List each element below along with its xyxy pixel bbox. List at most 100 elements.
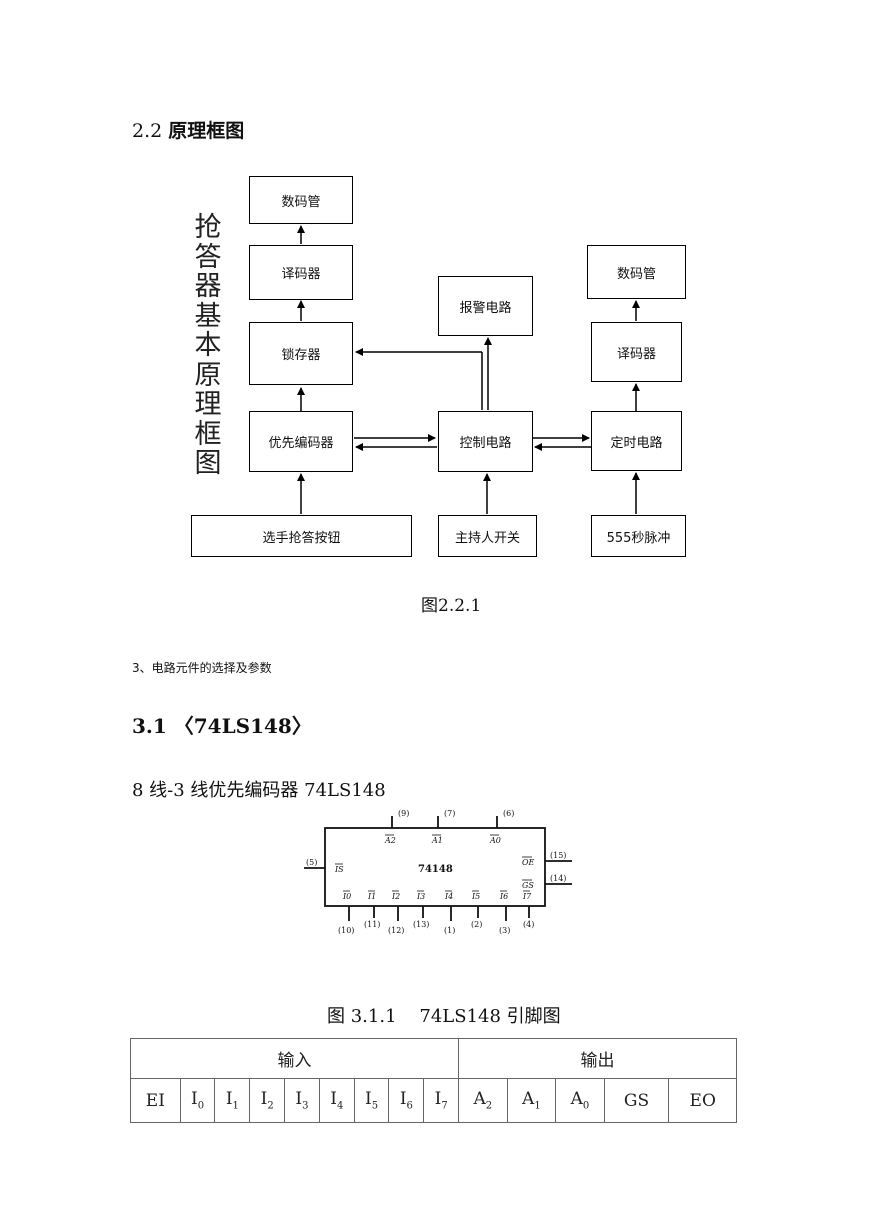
- title-char: 答: [194, 241, 222, 273]
- column-header-text: I: [434, 1089, 442, 1110]
- chip-pin-diagram: (9) (7) (6) (5) (15) (14) (10) (11) (12)…: [304, 809, 572, 935]
- column-header-i7: I7: [423, 1078, 460, 1123]
- column-header-text: A: [522, 1089, 535, 1110]
- column-header-subscript: 3: [302, 1100, 309, 1112]
- column-header-i0: I0: [179, 1078, 216, 1123]
- pin-label: I1: [367, 892, 376, 901]
- output-header: 输出: [458, 1038, 737, 1079]
- title-char: 基: [194, 300, 222, 332]
- chip-body: [324, 827, 546, 907]
- title-char: 抢: [194, 212, 222, 243]
- section-3-1-heading: 3.1 〈74LS148〉: [132, 714, 312, 738]
- pin-number: (14): [550, 874, 566, 883]
- box-host-switch: 主持人开关: [438, 515, 537, 557]
- title-char: 图: [194, 448, 222, 479]
- column-header-a1: A1: [506, 1078, 557, 1123]
- column-header-i2: I2: [249, 1078, 286, 1123]
- column-header-subscript: 1: [534, 1100, 541, 1112]
- column-header-i5: I5: [353, 1078, 390, 1123]
- column-header-text: I: [365, 1089, 372, 1110]
- pin-number: (15): [550, 851, 566, 860]
- title-char: 框: [194, 418, 222, 450]
- table-header-row: 输入 输出: [129, 1038, 737, 1079]
- column-header-i1: I1: [214, 1078, 251, 1123]
- column-header-subscript: 6: [406, 1100, 413, 1112]
- title-char: 器: [194, 271, 222, 302]
- chip-name: 74148: [418, 864, 453, 875]
- column-header-text: GS: [623, 1090, 650, 1111]
- pin-label: GS: [522, 881, 534, 890]
- column-header-text: I: [295, 1089, 303, 1110]
- column-header-a2: A2: [458, 1078, 508, 1123]
- column-header-i3: I3: [284, 1078, 320, 1123]
- pin-label: A0: [489, 836, 501, 845]
- title-char: 本: [194, 330, 222, 361]
- pin-label: IS: [334, 865, 344, 874]
- pin-number: (1): [444, 926, 455, 935]
- column-header-text: I: [191, 1089, 198, 1110]
- box-display-left: 数码管: [249, 176, 353, 224]
- box-latch: 锁存器: [249, 322, 353, 385]
- column-header-subscript: 1: [232, 1100, 239, 1112]
- encoder-description: 8 线-3 线优先编码器 74LS148: [132, 780, 386, 801]
- column-header-i4: I4: [318, 1078, 355, 1123]
- title-char: 理: [194, 389, 222, 420]
- section-3-heading: 3、电路元件的选择及参数: [132, 661, 272, 675]
- section-2-2-heading: 2.2 原理框图: [132, 116, 244, 143]
- pin-number: (5): [306, 858, 317, 867]
- column-header-subscript: 0: [582, 1100, 590, 1112]
- title-char: 原: [194, 359, 222, 391]
- column-header-subscript: 2: [485, 1100, 493, 1112]
- column-header-subscript: 2: [267, 1100, 274, 1112]
- box-priority-encoder: 优先编码器: [249, 411, 353, 472]
- pin-number: (9): [398, 809, 409, 818]
- section-title: 原理框图: [168, 120, 245, 142]
- pin-number: (13): [413, 920, 429, 929]
- box-player-buttons: 选手抢答按钮: [191, 515, 412, 557]
- column-header-subscript: 7: [441, 1100, 448, 1112]
- box-555-pulse: 555秒脉冲: [591, 515, 686, 557]
- column-header-text: I: [330, 1089, 337, 1110]
- column-header-text: A: [570, 1089, 583, 1110]
- pin-label: OE: [522, 858, 535, 867]
- pin-number: (6): [503, 809, 514, 818]
- column-header-a0: A0: [555, 1078, 605, 1123]
- column-header-ei: EI: [130, 1078, 181, 1123]
- input-header: 输入: [129, 1038, 460, 1079]
- pin-label: I0: [342, 892, 351, 901]
- column-header-text: I: [399, 1089, 407, 1110]
- box-control: 控制电路: [438, 411, 533, 472]
- column-header-subscript: 4: [336, 1100, 344, 1112]
- pin-label: A1: [431, 836, 443, 845]
- column-header-text: EO: [689, 1090, 716, 1111]
- column-header-text: EI: [145, 1090, 165, 1111]
- pin-number: (3): [499, 926, 510, 935]
- section-number: 2.2: [132, 120, 163, 142]
- pin-number: (10): [338, 926, 354, 935]
- pin-label: I2: [391, 892, 400, 901]
- column-header-gs: GS: [603, 1078, 670, 1123]
- column-header-text: A: [473, 1089, 486, 1110]
- pin-number: (4): [523, 920, 534, 929]
- pin-label: I6: [499, 892, 508, 901]
- column-header-subscript: 5: [371, 1100, 379, 1112]
- figure-caption: 图 3.1.1 74LS148 引脚图: [327, 1006, 561, 1027]
- pin-label: I4: [444, 892, 453, 901]
- box-decoder-right: 译码器: [591, 322, 682, 382]
- box-timer: 定时电路: [591, 411, 682, 471]
- pin-number: (2): [471, 920, 482, 929]
- pin-number: (12): [388, 926, 404, 935]
- diagram-caption: 图2.2.1: [421, 596, 482, 616]
- box-alarm: 报警电路: [438, 276, 533, 336]
- pin-label: I3: [416, 892, 425, 901]
- column-header-text: I: [225, 1089, 233, 1110]
- column-header-subscript: 0: [197, 1100, 205, 1112]
- column-header-i6: I6: [388, 1078, 425, 1123]
- pin-label: I5: [471, 892, 480, 901]
- column-header-eo: EO: [668, 1078, 737, 1123]
- pin-label: I7: [522, 892, 532, 901]
- diagram-vertical-title: 抢 答 器 基 本 原 理 框 图: [191, 213, 225, 479]
- diagram-connectors: [297, 225, 640, 514]
